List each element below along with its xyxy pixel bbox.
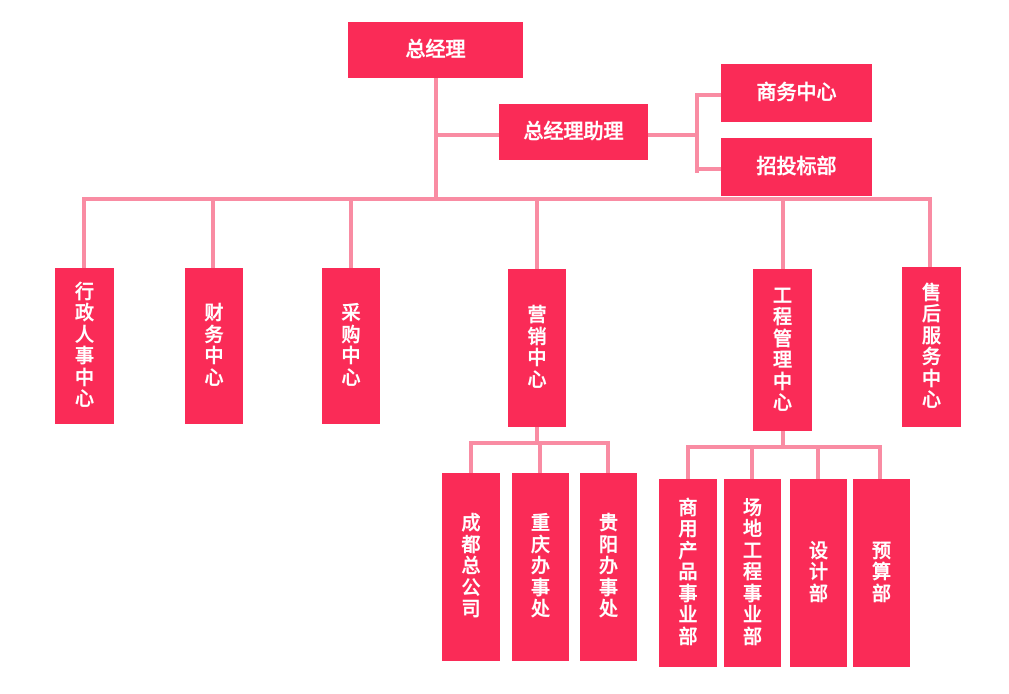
connector-gm-stem xyxy=(434,78,438,201)
connector-drop-chengdu xyxy=(469,443,473,473)
connector-drop-aftersales xyxy=(928,197,932,267)
connector-engineering-stem xyxy=(781,431,785,449)
node-label: 设计部 xyxy=(808,540,828,605)
connector-drop-site-engineering xyxy=(750,447,754,479)
node-label: 成都总公司 xyxy=(461,513,481,621)
node-design-dept[interactable]: 设计部 xyxy=(790,479,847,667)
node-site-engineering-division[interactable]: 场地工程事业部 xyxy=(724,479,781,667)
node-business-center[interactable]: 商务中心 xyxy=(721,64,872,122)
node-procurement-center[interactable]: 采购中心 xyxy=(322,268,380,424)
connector-drop-budget xyxy=(878,447,882,479)
connector-drop-engineering xyxy=(781,201,785,269)
connector-drop-marketing xyxy=(535,201,539,269)
connector-engineering-rail xyxy=(686,445,882,449)
connector-drop-admin-hr xyxy=(82,201,86,268)
node-budget-dept[interactable]: 预算部 xyxy=(853,479,910,667)
connector-bidding-dept-arm xyxy=(697,167,721,171)
node-label: 贵阳办事处 xyxy=(598,513,618,621)
node-label: 招投标部 xyxy=(756,156,837,178)
node-label: 商用产品事业部 xyxy=(678,497,698,648)
node-marketing-center[interactable]: 营销中心 xyxy=(508,269,566,427)
node-bidding-dept[interactable]: 招投标部 xyxy=(721,138,872,196)
node-label: 行政人事中心 xyxy=(74,281,94,411)
node-admin-hr-center[interactable]: 行政人事中心 xyxy=(55,268,114,424)
connector-gm-assistant-link xyxy=(436,133,499,137)
connector-drop-finance xyxy=(211,201,215,268)
connector-drop-design xyxy=(816,447,820,479)
node-finance-center[interactable]: 财务中心 xyxy=(185,268,243,424)
node-label: 重庆办事处 xyxy=(530,513,550,621)
node-label: 总经理 xyxy=(405,39,466,61)
connector-drop-guiyang xyxy=(606,443,610,473)
node-aftersales-service-center[interactable]: 售后服务中心 xyxy=(902,267,961,427)
connector-drop-commercial-products xyxy=(686,447,690,479)
connector-main-rail xyxy=(82,197,932,201)
node-commercial-products-division[interactable]: 商用产品事业部 xyxy=(659,479,717,667)
node-label: 总经理助理 xyxy=(523,121,624,143)
node-gm-assistant[interactable]: 总经理助理 xyxy=(499,104,648,160)
node-general-manager[interactable]: 总经理 xyxy=(348,22,523,78)
node-label: 财务中心 xyxy=(204,303,224,389)
node-chongqing-office[interactable]: 重庆办事处 xyxy=(512,473,569,661)
node-chengdu-headquarters[interactable]: 成都总公司 xyxy=(442,473,500,661)
connector-assistant-bracket-arm xyxy=(648,133,699,137)
node-label: 商务中心 xyxy=(756,82,837,104)
connector-marketing-stem xyxy=(535,427,539,445)
node-guiyang-office[interactable]: 贵阳办事处 xyxy=(580,473,637,661)
node-label: 售后服务中心 xyxy=(921,282,941,412)
node-engineering-mgmt-center[interactable]: 工程管理中心 xyxy=(753,269,812,431)
connector-assistant-bracket xyxy=(695,93,699,173)
node-label: 营销中心 xyxy=(527,305,547,391)
node-label: 采购中心 xyxy=(341,303,361,389)
connector-drop-chongqing xyxy=(538,443,542,473)
connector-business-center-arm xyxy=(697,93,721,97)
node-label: 预算部 xyxy=(871,540,891,605)
node-label: 场地工程事业部 xyxy=(742,497,762,648)
node-label: 工程管理中心 xyxy=(772,285,792,415)
connector-drop-procurement xyxy=(349,201,353,268)
